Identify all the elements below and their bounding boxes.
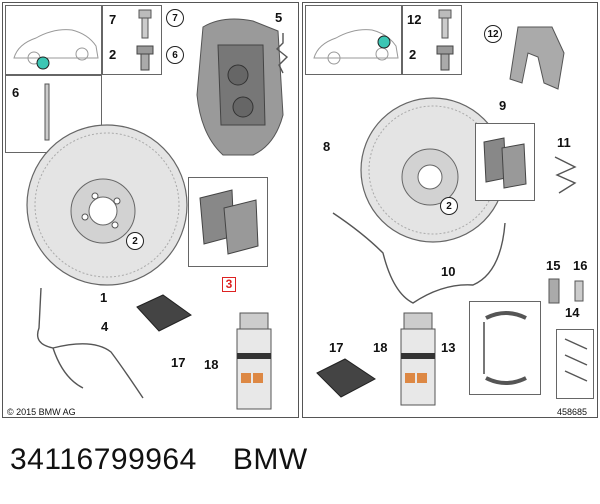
callout-disc-bolt: 2 (126, 232, 144, 250)
spring-clip-icon (275, 33, 289, 74)
brake-pad-pair (199, 189, 259, 255)
wear-sensor-wire (36, 287, 144, 399)
part-number-1: 1 (100, 290, 108, 305)
spring-clip-icon-right (554, 156, 577, 194)
wear-sensor-wire-right (332, 212, 506, 304)
callout-caliper-6: 6 (166, 46, 184, 64)
callout-brake-pads: 3 (222, 277, 236, 292)
spray-can (236, 312, 272, 410)
car-silhouette-right (313, 29, 399, 65)
bolt-icon-right (438, 9, 452, 39)
cleaning-wipe-right (316, 358, 376, 398)
spring-kit-box (556, 329, 594, 399)
caption-brand: BMW (232, 443, 308, 476)
location-indicator-dot-right (377, 35, 391, 49)
bolts-box: 7 2 (102, 5, 162, 75)
part-number-15: 15 (546, 258, 561, 273)
brake-shoes-box (469, 301, 541, 395)
brake-pad-pair-right (483, 137, 527, 189)
car-location-thumbnail-right (305, 5, 402, 75)
part-number-9: 9 (499, 98, 507, 113)
callout-caliper-7: 7 (166, 9, 184, 27)
bottom-caption: 34116799964 BMW (10, 443, 344, 477)
location-indicator-dot (36, 56, 50, 70)
callout-bracket-12: 12 (484, 25, 502, 43)
spray-can-right (400, 312, 436, 406)
part-number-13: 13 (441, 340, 456, 355)
part-number-17: 17 (171, 355, 186, 370)
cleaning-wipe (136, 294, 192, 332)
part-number-17-right: 17 (329, 340, 344, 355)
brake-caliper (196, 18, 284, 156)
brake-disc (26, 124, 188, 286)
screw-icon-right (436, 45, 454, 71)
part-number-2: 2 (109, 47, 117, 62)
bolt-icon (138, 9, 152, 39)
spring-kit-icon (564, 338, 588, 382)
part-number-8: 8 (323, 139, 331, 154)
part-number-10: 10 (441, 264, 456, 279)
left-diagram-panel: 7 2 6 2 1 7 6 5 (2, 2, 299, 418)
brake-pads-box (188, 177, 268, 267)
brake-shoe-icon (483, 311, 527, 385)
screw-icon (136, 45, 154, 71)
part-number-11: 11 (557, 135, 571, 150)
car-silhouette (13, 29, 99, 70)
part-number-4: 4 (101, 319, 109, 334)
car-location-thumbnail (5, 5, 102, 75)
adjuster-part-icon (548, 278, 584, 304)
part-number-7: 7 (109, 12, 117, 27)
diagram-reference-number: 458685 (556, 407, 587, 417)
part-number-12: 12 (407, 12, 422, 27)
guide-pin-icon (44, 83, 50, 141)
part-number-6: 6 (12, 85, 20, 100)
callout-disc-bolt-right: 2 (440, 197, 458, 215)
caption-part-number: 34116799964 (10, 443, 197, 476)
caliper-bracket (509, 26, 565, 90)
copyright-text: © 2015 BMW AG (7, 407, 76, 417)
part-number-18: 18 (204, 357, 219, 372)
part-number-2-right: 2 (409, 47, 417, 62)
bolts-box-right: 12 2 (402, 5, 462, 75)
brake-pads-box-right (475, 123, 535, 201)
part-number-16: 16 (573, 258, 588, 273)
brake-disc-right (360, 97, 506, 243)
part-number-18-right: 18 (373, 340, 388, 355)
part-number-14: 14 (565, 305, 580, 320)
part-number-5: 5 (275, 10, 283, 25)
right-diagram-panel: 12 2 12 8 2 9 11 10 (302, 2, 598, 418)
